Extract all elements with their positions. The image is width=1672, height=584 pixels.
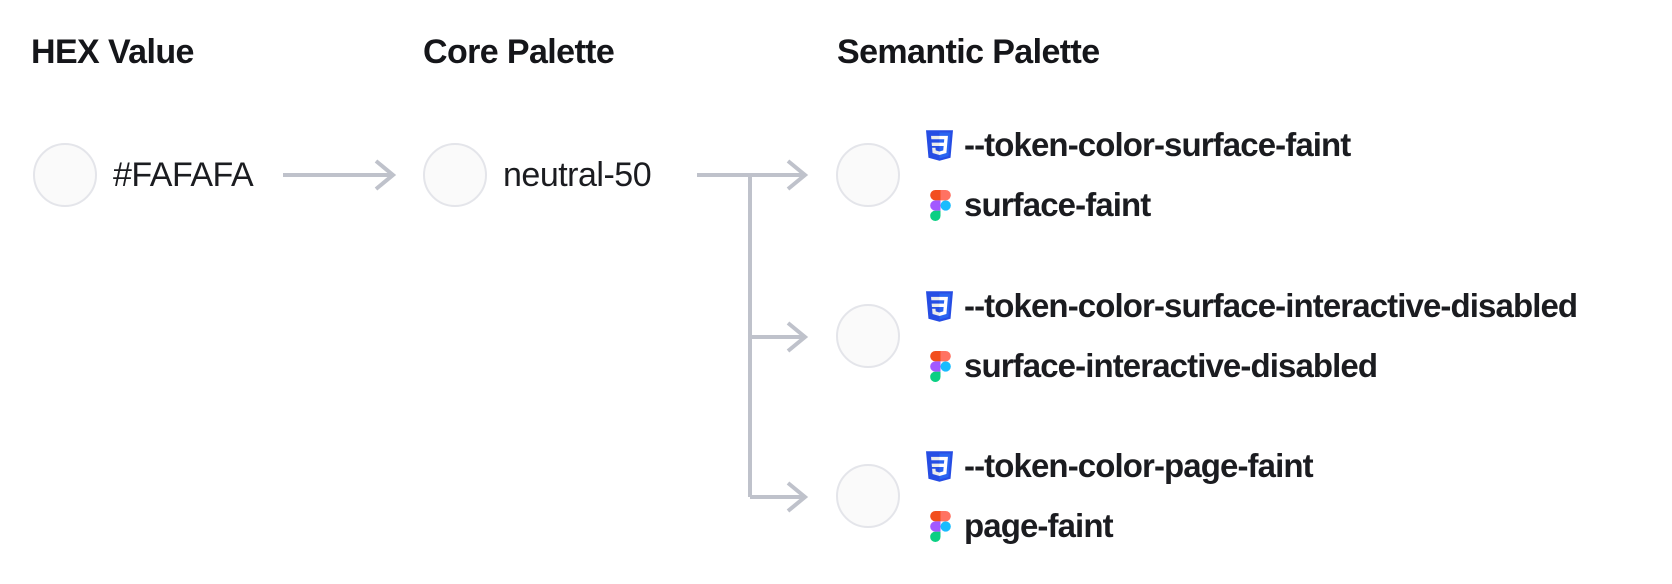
figma-token-name: surface-interactive-disabled [964, 347, 1378, 384]
figma-token-line: surface-faint [926, 183, 1656, 227]
column-heading-hex-value: HEX Value [31, 33, 194, 71]
semantic-color-swatch [836, 304, 900, 368]
css3-badge-icon [926, 129, 953, 161]
figma-logo-icon [930, 510, 951, 542]
css-variable-name: --token-color-surface-faint [964, 126, 1351, 163]
figma-logo-icon [930, 350, 951, 382]
column-heading-core-palette: Core Palette [423, 33, 615, 71]
column-heading-semantic-palette: Semantic Palette [837, 33, 1100, 71]
figma-token-line: page-faint [926, 504, 1656, 548]
css-token-line: --token-color-surface-faint [926, 123, 1656, 167]
css-token-line: --token-color-surface-interactive-disabl… [926, 284, 1656, 328]
core-color-swatch [423, 143, 487, 207]
figma-token-name: surface-faint [964, 186, 1151, 223]
css3-badge-icon [926, 290, 953, 322]
figma-token-name: page-faint [964, 507, 1114, 544]
semantic-token-entry: --token-color-page-faint page-faint [926, 444, 1656, 548]
arrow-hex-to-core [283, 159, 397, 191]
hex-value-label: #FAFAFA [113, 155, 254, 194]
figma-token-line: surface-interactive-disabled [926, 344, 1656, 388]
css-variable-name: --token-color-surface-interactive-disabl… [964, 287, 1578, 324]
css3-badge-icon [926, 450, 953, 482]
semantic-color-swatch [836, 464, 900, 528]
semantic-token-entry: --token-color-surface-interactive-disabl… [926, 284, 1656, 388]
semantic-color-swatch [836, 143, 900, 207]
semantic-token-entry: --token-color-surface-faint surface-fain… [926, 123, 1656, 227]
hex-color-swatch [33, 143, 97, 207]
css-variable-name: --token-color-page-faint [964, 447, 1314, 484]
branch-core-to-semantic [697, 159, 809, 513]
core-palette-label: neutral-50 [503, 155, 652, 194]
css-token-line: --token-color-page-faint [926, 444, 1656, 488]
figma-logo-icon [930, 189, 951, 221]
